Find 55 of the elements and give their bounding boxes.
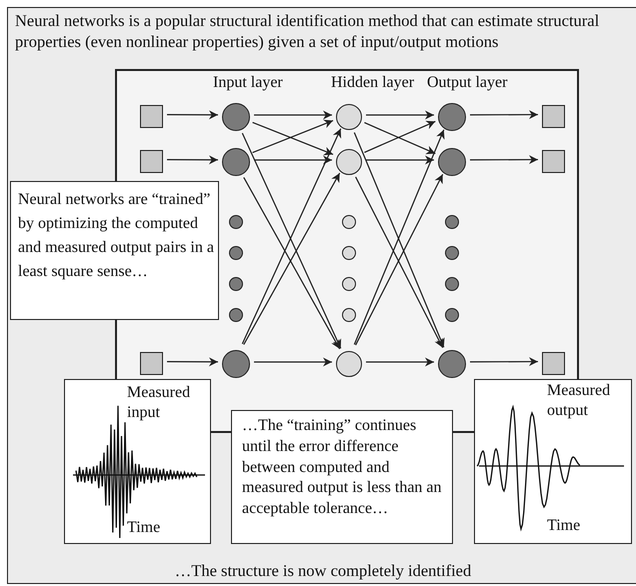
arrow	[166, 356, 218, 366]
neuron	[445, 308, 459, 322]
input-square	[140, 352, 163, 375]
callout-text: …The “training” continues until the error difference between computed and measured output is less than an acceptable tolerance…	[242, 416, 443, 520]
neuron	[445, 246, 459, 260]
axis-label: Time	[127, 518, 162, 538]
neuron	[222, 148, 250, 176]
neuron	[336, 149, 362, 175]
layer-heading: Hidden layer	[331, 73, 414, 93]
callout-box	[10, 181, 219, 320]
plot-panel	[64, 379, 211, 544]
neuron	[438, 350, 466, 378]
arrow	[366, 110, 434, 119]
output-square	[542, 105, 565, 128]
output-square	[542, 150, 565, 173]
neuron	[222, 103, 250, 131]
arrow	[254, 110, 332, 119]
neuron	[222, 350, 250, 378]
plot-label: Measured output	[547, 381, 612, 421]
neuron	[336, 351, 362, 377]
arrow	[366, 155, 434, 164]
neuron	[342, 308, 356, 322]
neuron	[342, 277, 356, 291]
output-square	[542, 352, 565, 375]
arrow	[166, 110, 218, 119]
conclusion-text: …The structure is now completely identified	[174, 561, 472, 582]
neuron	[438, 103, 466, 131]
plot-panel	[474, 379, 632, 544]
neuron	[445, 215, 459, 229]
plot-label: Measured input	[127, 383, 192, 423]
axis-label: Time	[547, 516, 582, 536]
neuron	[342, 215, 356, 229]
outer-panel	[7, 7, 636, 584]
arrow	[254, 357, 332, 366]
layer-heading: Input layer	[213, 73, 283, 93]
arrow	[254, 155, 332, 164]
arrow	[470, 154, 538, 164]
arrow	[166, 154, 218, 164]
neuron	[336, 104, 362, 130]
layer-heading: Output layer	[427, 73, 508, 93]
neuron	[229, 215, 243, 229]
input-square	[140, 105, 163, 128]
neuron	[229, 246, 243, 260]
neuron	[229, 277, 243, 291]
intro-text: Neural networks is a popular structural identification method that can estimate structural properties (even nonlinear properties) given a set of input/output motions	[15, 11, 600, 52]
arrow	[470, 110, 538, 119]
callout-text: Neural networks are “trained” by optimizing the computed and measured output pairs in a least square sense…	[18, 190, 214, 282]
neuron	[445, 277, 459, 291]
arrow	[470, 356, 538, 366]
neuron	[229, 308, 243, 322]
callout-box	[231, 410, 453, 544]
neuron	[438, 148, 466, 176]
input-square	[140, 150, 163, 173]
arrow	[366, 357, 434, 366]
neuron	[342, 246, 356, 260]
